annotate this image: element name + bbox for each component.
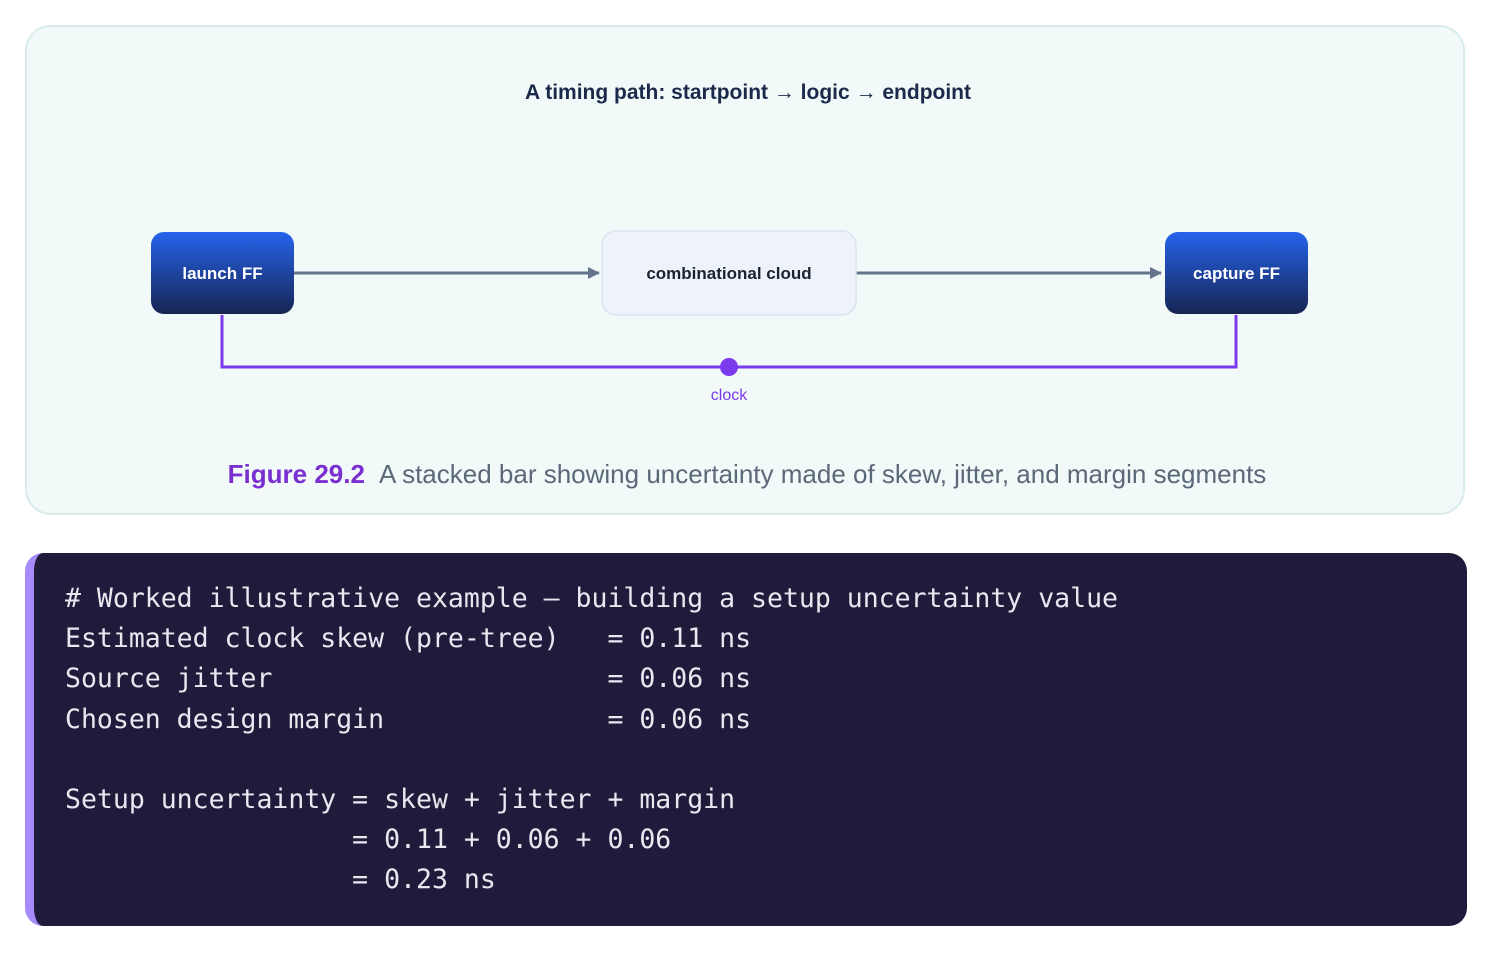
code-block: # Worked illustrative example — building…: [65, 579, 1118, 901]
code-line-margin: Chosen design margin = 0.06 ns: [65, 703, 752, 735]
capture-ff-node: capture FF: [1165, 232, 1308, 314]
combinational-cloud-node: combinational cloud: [601, 230, 857, 316]
launch-ff-node: launch FF: [151, 232, 294, 314]
combinational-cloud-label: combinational cloud: [646, 264, 811, 283]
code-line-substitution: = 0.11 + 0.06 + 0.06: [65, 824, 672, 856]
code-line-jitter: Source jitter = 0.06 ns: [65, 663, 752, 695]
diagram-title: A timing path: startpoint → logic → endp…: [525, 81, 971, 104]
code-line-result: = 0.23 ns: [65, 864, 496, 896]
caption-number: Figure 29.2: [227, 459, 365, 489]
code-line-blank: [65, 740, 1118, 780]
figure-caption: Figure 29.2 A stacked bar showing uncerta…: [27, 459, 1467, 490]
launch-ff-label: launch FF: [182, 264, 262, 283]
figure-card: A timing path: startpoint → logic → endp…: [25, 25, 1465, 515]
code-line-formula: Setup uncertainty = skew + jitter + marg…: [65, 783, 736, 815]
code-line-skew: Estimated clock skew (pre-tree) = 0.11 n…: [65, 623, 752, 655]
code-card: # Worked illustrative example — building…: [25, 553, 1467, 926]
code-line-comment: # Worked illustrative example — building…: [65, 583, 1118, 614]
caption-text: A stacked bar showing uncertainty made o…: [378, 459, 1267, 489]
clock-source-dot: [720, 358, 738, 376]
clock-label: clock: [711, 387, 748, 404]
capture-ff-label: capture FF: [1193, 264, 1280, 283]
timing-path-diagram: A timing path: startpoint → logic → endp…: [151, 81, 1308, 404]
